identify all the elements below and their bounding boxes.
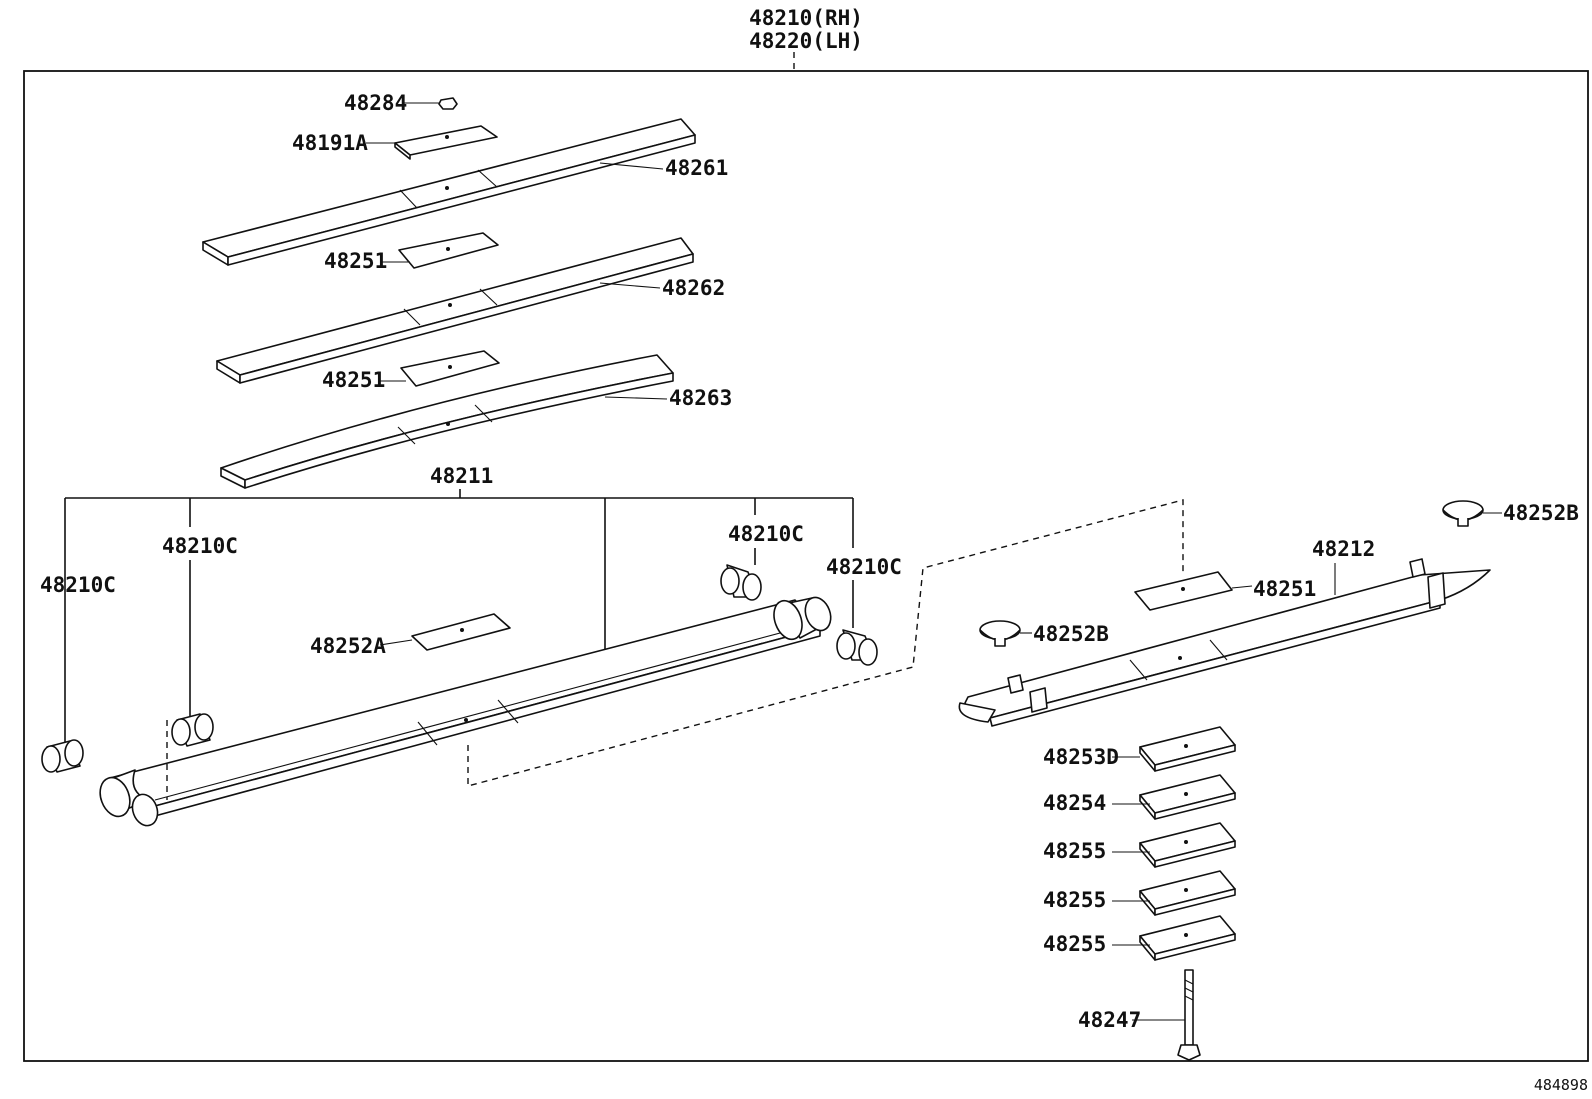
part-48251-plate-b[interactable]	[400, 350, 500, 387]
part-48252B-cap-b[interactable]	[979, 620, 1021, 647]
part-48252A-pad[interactable]	[411, 613, 511, 651]
part-48255-spacer-b[interactable]	[1139, 870, 1236, 916]
part-48262-leaf[interactable]	[216, 237, 694, 384]
label-48254[interactable]: 48254	[1043, 791, 1106, 815]
label-48212[interactable]: 48212	[1312, 537, 1375, 561]
part-48210C-bushing-d[interactable]	[836, 629, 878, 666]
assembly-label-rh: 48210(RH)	[749, 6, 863, 30]
part-48191A-plate[interactable]	[394, 125, 498, 160]
label-48247[interactable]: 48247	[1078, 1008, 1141, 1032]
label-48211[interactable]: 48211	[430, 464, 493, 488]
label-48191A[interactable]: 48191A	[292, 131, 368, 155]
label-48251-b[interactable]: 48251	[322, 368, 385, 392]
part-48251-plate-c[interactable]	[1134, 571, 1233, 611]
label-48252B-b[interactable]: 48252B	[1033, 622, 1109, 646]
part-48247-center-bolt[interactable]	[1177, 969, 1201, 1061]
label-48261[interactable]: 48261	[665, 156, 728, 180]
label-48210C-c[interactable]: 48210C	[728, 522, 804, 546]
label-48210C-b[interactable]: 48210C	[162, 534, 238, 558]
part-48210C-bushing-c[interactable]	[720, 564, 762, 601]
label-48210C-d[interactable]: 48210C	[826, 555, 902, 579]
part-48252B-cap-a[interactable]	[1442, 500, 1484, 527]
label-48255-c[interactable]: 48255	[1043, 932, 1106, 956]
label-48262[interactable]: 48262	[662, 276, 725, 300]
label-48251-c[interactable]: 48251	[1253, 577, 1316, 601]
label-48255-b[interactable]: 48255	[1043, 888, 1106, 912]
part-48212-helper-leaf[interactable]	[958, 558, 1491, 727]
label-48253D[interactable]: 48253D	[1043, 745, 1119, 769]
label-48252B-a[interactable]: 48252B	[1503, 501, 1579, 525]
part-48210C-bushing-a[interactable]	[41, 739, 84, 773]
label-48263[interactable]: 48263	[669, 386, 732, 410]
label-48251-a[interactable]: 48251	[324, 249, 387, 273]
part-48263-leaf[interactable]	[220, 354, 674, 489]
part-48210C-bushing-b[interactable]	[171, 713, 214, 747]
part-48254-spacer[interactable]	[1139, 774, 1236, 820]
assembly-label-lh: 48220(LH)	[749, 29, 863, 53]
label-48210C-a[interactable]: 48210C	[40, 573, 116, 597]
part-48284-nut[interactable]	[438, 97, 458, 110]
part-48251-plate-a[interactable]	[398, 232, 499, 269]
label-48284[interactable]: 48284	[344, 91, 407, 115]
label-48255-a[interactable]: 48255	[1043, 839, 1106, 863]
part-48255-spacer-a[interactable]	[1139, 822, 1236, 868]
diagram-frame	[23, 70, 1589, 1062]
part-48253D-spacer[interactable]	[1139, 726, 1236, 772]
figure-number: 484898	[1534, 1076, 1588, 1094]
part-48255-spacer-c[interactable]	[1139, 915, 1236, 961]
part-48211-main-leaf[interactable]	[95, 594, 835, 829]
label-48252A[interactable]: 48252A	[310, 634, 386, 658]
part-48261-leaf[interactable]	[202, 118, 696, 266]
